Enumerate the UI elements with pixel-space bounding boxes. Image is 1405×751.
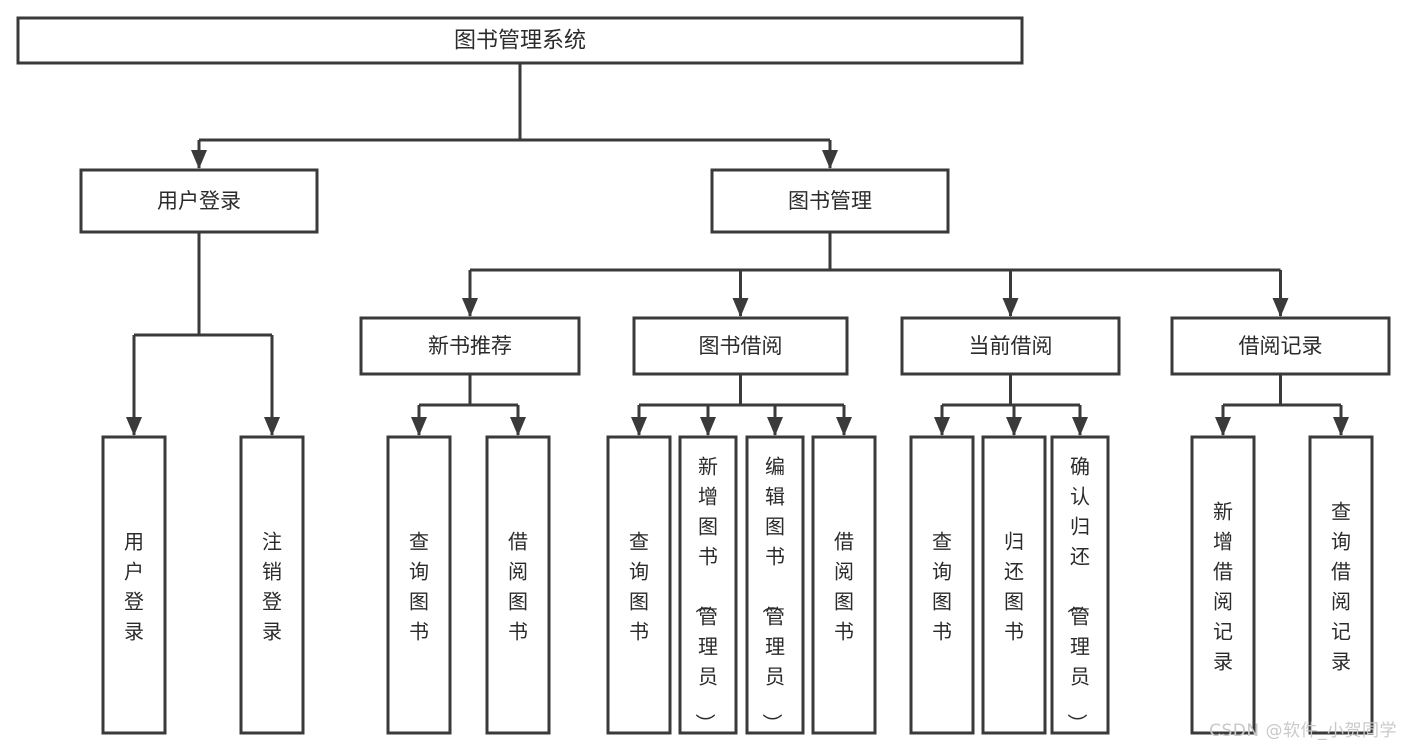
node-box (710, 168, 950, 234)
node-leaf-return-book[interactable]: 归还图书 (981, 435, 1047, 735)
node-label-vertical: 新增图书（管理员） (693, 454, 718, 733)
node-box (632, 316, 849, 376)
arrow-head-icon (732, 298, 749, 317)
node-book-manage[interactable]: 图书管理 (710, 168, 950, 234)
node-leaf-query-book-bor[interactable]: 查询图书 (606, 435, 672, 735)
arrow-head-icon (767, 417, 783, 436)
node-new-book-recommend[interactable]: 新书推荐 (359, 316, 581, 376)
node-label-vertical: 借阅图书 (834, 529, 854, 643)
node-label-vertical: 查询图书 (629, 529, 649, 643)
node-label: 用户登录 (157, 189, 241, 213)
node-leaf-query-book-cur[interactable]: 查询图书 (909, 435, 975, 735)
node-box (909, 435, 975, 735)
arrow-head-icon (126, 417, 142, 436)
arrow-head-icon (1072, 417, 1088, 436)
arrow-head-icon (934, 417, 950, 436)
arrow-head-icon (1006, 417, 1022, 436)
node-label: 图书管理系统 (454, 29, 586, 54)
arrow-head-icon (1333, 417, 1349, 436)
arrow-head-icon (264, 417, 280, 436)
node-leaf-add-borrow-record[interactable]: 新增借阅记录 (1190, 435, 1256, 735)
arrow-head-icon (1272, 298, 1289, 317)
node-label-vertical: 查询借阅记录 (1331, 499, 1351, 673)
node-box (16, 16, 1024, 65)
node-leaf-query-borrow-rec[interactable]: 查询借阅记录 (1308, 435, 1374, 735)
node-leaf-borrow-book-bor[interactable]: 借阅图书 (811, 435, 877, 735)
arrow-head-icon (822, 150, 838, 169)
node-label: 新书推荐 (428, 334, 512, 358)
node-label-vertical: 用户登录 (124, 529, 144, 643)
node-label: 图书借阅 (699, 334, 783, 358)
node-box (900, 316, 1121, 376)
arrow-head-icon (631, 417, 647, 436)
node-label-vertical: 确认归还（管理员） (1065, 454, 1090, 733)
node-label-vertical: 查询图书 (409, 529, 429, 643)
node-label-vertical: 新增借阅记录 (1213, 499, 1233, 673)
node-box (1050, 435, 1110, 735)
node-current-borrow[interactable]: 当前借阅 (900, 316, 1121, 376)
node-box (678, 435, 738, 735)
node-box (239, 435, 305, 735)
arrow-head-icon (510, 417, 526, 436)
node-leaf-confirm-return[interactable]: 确认归还（管理员） (1050, 435, 1110, 735)
arrow-head-icon (1002, 298, 1019, 317)
node-box (485, 435, 551, 735)
node-box (981, 435, 1047, 735)
node-box (811, 435, 877, 735)
node-box (359, 316, 581, 376)
node-label-vertical: 注销登录 (262, 529, 282, 643)
node-label: 借阅记录 (1239, 334, 1323, 358)
node-box (1170, 316, 1391, 376)
node-leaf-query-book-rec[interactable]: 查询图书 (386, 435, 452, 735)
arrow-head-icon (1215, 417, 1231, 436)
arrow-head-icon (411, 417, 427, 436)
node-leaf-add-book-admin[interactable]: 新增图书（管理员） (678, 435, 738, 735)
node-box (745, 435, 805, 735)
node-label-vertical: 借阅图书 (508, 529, 528, 643)
arrow-head-icon (191, 150, 207, 169)
node-user-login[interactable]: 用户登录 (79, 168, 319, 234)
node-box (1190, 435, 1256, 735)
node-root[interactable]: 图书管理系统 (16, 16, 1024, 65)
node-label: 图书管理 (788, 189, 872, 213)
arrow-head-icon (836, 417, 852, 436)
node-leaf-user-login[interactable]: 用户登录 (101, 435, 167, 735)
arrow-head-icon (700, 417, 716, 436)
arrow-head-icon (462, 298, 478, 317)
node-box (101, 435, 167, 735)
node-box (79, 168, 319, 234)
connectors-layer (126, 63, 1349, 436)
nodes-layer: 图书管理系统用户登录图书管理新书推荐图书借阅当前借阅借阅记录用户登录注销登录查询… (16, 16, 1391, 735)
node-label-vertical: 归还图书 (1004, 529, 1024, 643)
node-box (606, 435, 672, 735)
node-leaf-borrow-book-rec[interactable]: 借阅图书 (485, 435, 551, 735)
node-label-vertical: 查询图书 (932, 529, 952, 643)
node-label-vertical: 编辑图书（管理员） (760, 454, 785, 733)
node-leaf-edit-book-admin[interactable]: 编辑图书（管理员） (745, 435, 805, 735)
node-leaf-user-logout[interactable]: 注销登录 (239, 435, 305, 735)
node-box (1308, 435, 1374, 735)
node-label: 当前借阅 (969, 334, 1053, 358)
node-book-borrow[interactable]: 图书借阅 (632, 316, 849, 376)
node-borrow-record[interactable]: 借阅记录 (1170, 316, 1391, 376)
node-box (386, 435, 452, 735)
